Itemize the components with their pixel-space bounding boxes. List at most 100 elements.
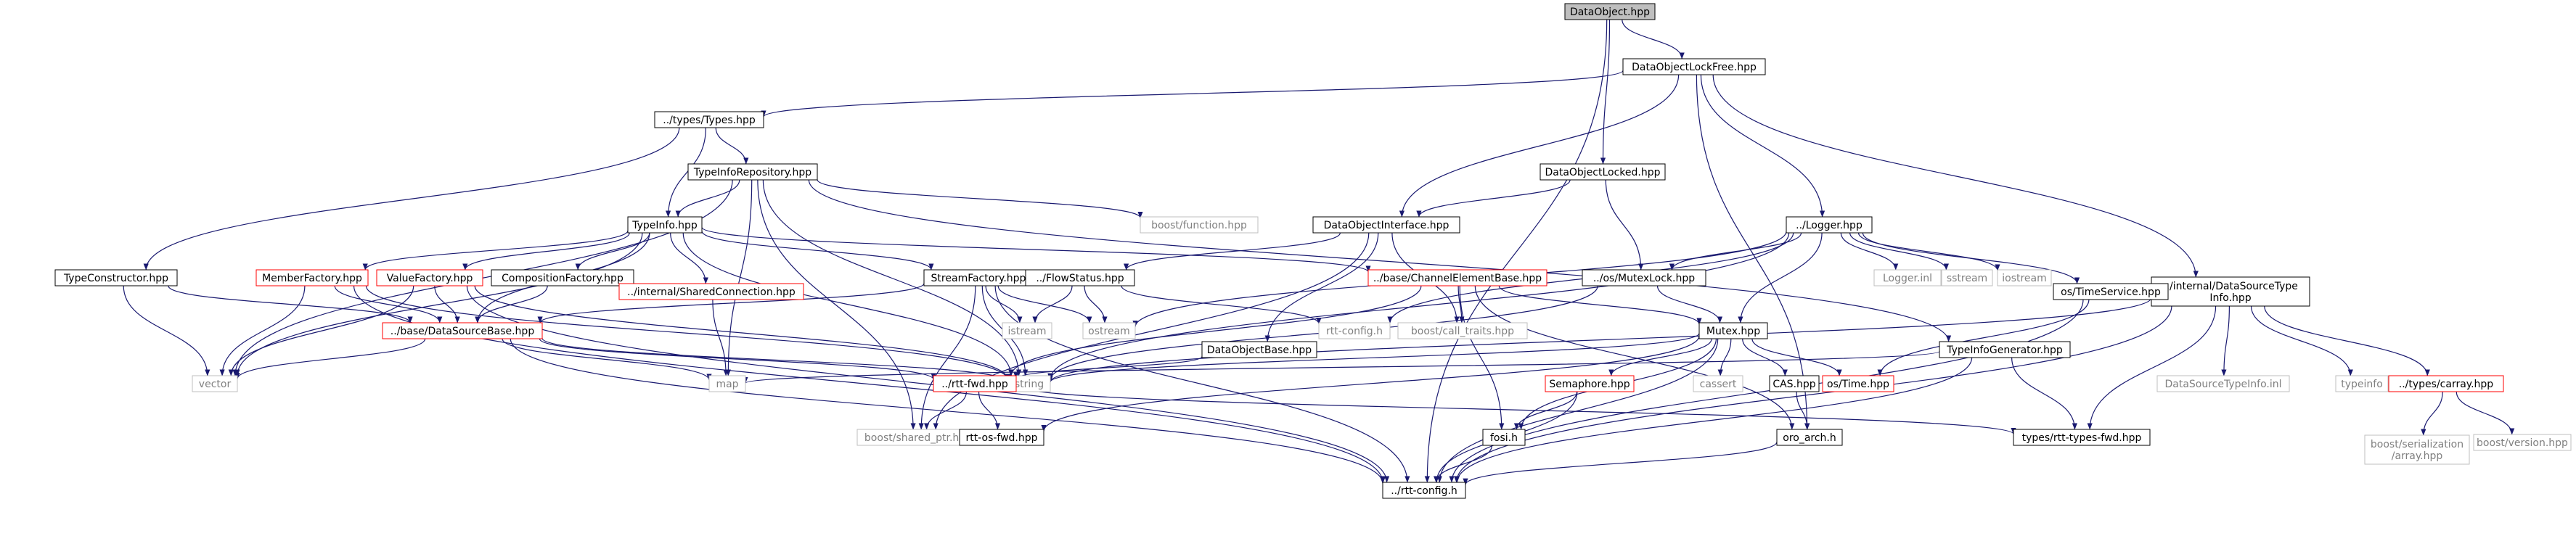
node-dataobjectbase[interactable]: DataObjectBase.hpp <box>1201 341 1317 358</box>
edge-interface-to-flowstatus <box>1124 232 1341 271</box>
node-label: DataObjectInterface.hpp <box>1324 220 1449 231</box>
edge-dataobject-to-locked <box>1600 19 1611 165</box>
node-fosi[interactable]: fosi.h <box>1482 429 1526 446</box>
node-boostserial[interactable]: boost/serialization/array.hpp <box>2364 434 2470 465</box>
node-types[interactable]: ../types/Types.hpp <box>654 111 764 128</box>
node-box <box>192 375 238 392</box>
node-dataobject[interactable]: DataObject.hpp <box>1564 3 1656 20</box>
edge-ostimeservice-to-rttconfig <box>1449 299 2084 483</box>
edge-logger-to-ostimeservice <box>1862 232 2080 284</box>
edge-cas-to-oroarch <box>1796 391 1810 430</box>
edge-mutex-to-cassert <box>1717 338 1732 376</box>
node-cas[interactable]: CAS.hpp <box>1769 375 1820 392</box>
edge-dataobjectbase-to-rttfwd <box>1013 355 1203 379</box>
node-box <box>1822 375 1894 392</box>
edge-carray-to-boostserial <box>2421 391 2443 436</box>
node-lockfree[interactable]: DataObjectLockFree.hpp <box>1622 58 1766 75</box>
node-rttconfig[interactable]: ../rtt-config.h <box>1382 482 1466 499</box>
node-logger[interactable]: ../Logger.hpp <box>1786 216 1873 234</box>
edge-dstypeinfo-to-typeinfoext <box>2250 305 2353 376</box>
node-label: StreamFactory.hpp <box>931 273 1026 284</box>
node-label: Mutex.hpp <box>1706 326 1760 337</box>
node-oroarch[interactable]: oro_arch.h <box>1776 429 1843 446</box>
node-label: DataObjectLockFree.hpp <box>1632 62 1757 73</box>
edge-dstypeinfo-to-rttconfig <box>1454 305 2172 483</box>
node-label: ostream <box>1088 326 1130 337</box>
node-boostversion[interactable]: boost/version.hpp <box>2473 434 2572 451</box>
node-rttosfwd[interactable]: rtt-os-fwd.hpp <box>959 429 1044 446</box>
node-box <box>2151 276 2310 307</box>
node-map[interactable]: map <box>708 375 746 392</box>
edge-flowstatus-to-rttconfig_local <box>1121 285 1322 324</box>
node-sharedconn[interactable]: ../internal/SharedConnection.hpp <box>618 283 804 300</box>
node-typeinforepo[interactable]: TypeInfoRepository.hpp <box>687 163 818 181</box>
node-istream[interactable]: istream <box>1002 322 1052 339</box>
node-datasourcebase[interactable]: ../base/DataSourceBase.hpp <box>382 322 543 339</box>
node-box <box>1769 375 1820 392</box>
node-label: CAS.hpp <box>1772 379 1815 390</box>
node-label: boost/shared_ptr.hpp <box>864 432 972 444</box>
edge-streamfactory-to-boostshared <box>918 285 976 430</box>
node-ostimeservice[interactable]: os/TimeService.hpp <box>2053 283 2169 300</box>
node-label: vector <box>199 379 232 390</box>
node-box <box>2156 375 2290 392</box>
edge-dstypeinfo-to-carray <box>2264 305 2430 376</box>
node-loggerinl[interactable]: Logger.inl <box>1873 269 1942 286</box>
node-label: cassert <box>1700 379 1737 390</box>
node-box <box>933 375 1017 392</box>
node-label: DataObjectBase.hpp <box>1207 345 1312 356</box>
node-string[interactable]: string <box>1007 375 1051 392</box>
node-dstypeinfoinl[interactable]: DataSourceTypeInfo.inl <box>2156 375 2290 392</box>
node-locked[interactable]: DataObjectLocked.hpp <box>1540 163 1666 181</box>
node-streamfactory[interactable]: StreamFactory.hpp <box>923 269 1034 286</box>
edge-datasourcebase-to-vector <box>234 338 426 379</box>
node-box <box>627 216 703 234</box>
node-sstream[interactable]: sstream <box>1941 269 1993 286</box>
node-rttfwd[interactable]: ../rtt-fwd.hpp <box>933 375 1017 392</box>
node-valuefactory[interactable]: ValueFactory.hpp <box>376 269 483 286</box>
node-typeconstructor[interactable]: TypeConstructor.hpp <box>54 269 178 286</box>
node-typeinfogen[interactable]: TypeInfoGenerator.hpp <box>1939 341 2071 358</box>
node-ostime[interactable]: os/Time.hpp <box>1822 375 1894 392</box>
node-carray[interactable]: ../types/carray.hpp <box>2388 375 2504 392</box>
edge-mutex-to-ostime <box>1751 338 1842 376</box>
node-compositionfactory[interactable]: CompositionFactory.hpp <box>491 269 634 286</box>
edge-logger-to-loggerinl <box>1840 232 1899 271</box>
node-label: ValueFactory.hpp <box>387 273 473 284</box>
node-osmutexlock[interactable]: ../os/MutexLock.hpp <box>1582 269 1706 286</box>
node-mutex[interactable]: Mutex.hpp <box>1698 322 1768 339</box>
node-typeinfo[interactable]: TypeInfo.hpp <box>627 216 703 234</box>
node-iostream[interactable]: iostream <box>1997 269 2052 286</box>
dependency-edges <box>123 19 2515 485</box>
node-ostream[interactable]: ostream <box>1082 322 1136 339</box>
edge-mutex-to-string <box>1047 333 1700 383</box>
node-vector[interactable]: vector <box>192 375 238 392</box>
node-interface[interactable]: DataObjectInterface.hpp <box>1312 216 1460 234</box>
node-boostfunction[interactable]: boost/function.hpp <box>1140 216 1259 234</box>
node-label: DataObjectLocked.hpp <box>1545 167 1660 178</box>
node-label: boost/version.hpp <box>2477 437 2568 449</box>
node-box <box>255 269 369 286</box>
node-channelelem[interactable]: ../base/ChannelElementBase.hpp <box>1367 269 1547 286</box>
node-typeinfoext[interactable]: typeinfo <box>2335 375 2389 392</box>
node-label: TypeInfoGenerator.hpp <box>1946 345 2063 356</box>
node-label: TypeConstructor.hpp <box>63 273 168 284</box>
edge-interface-to-boostshared <box>933 232 1370 430</box>
edge-rttfwd-to-rttosfwd <box>978 391 1001 430</box>
node-boostcalltraits[interactable]: boost/call_traits.hpp <box>1397 322 1528 339</box>
node-rttconfig_local[interactable]: rtt-config.h <box>1318 322 1391 339</box>
node-memberfactory[interactable]: MemberFactory.hpp <box>255 269 369 286</box>
edge-memberfactory-to-string <box>365 285 1011 382</box>
edge-streamfactory-to-ostream <box>997 285 1092 323</box>
edge-logger-to-sstream <box>1849 232 1949 271</box>
node-semaphore[interactable]: Semaphore.hpp <box>1545 375 1635 392</box>
node-box <box>1312 216 1460 234</box>
node-rtttypesfwd[interactable]: types/rtt-types-fwd.hpp <box>2013 429 2151 446</box>
node-box <box>618 283 804 300</box>
node-cassert[interactable]: cassert <box>1693 375 1743 392</box>
node-boostshared[interactable]: boost/shared_ptr.hpp <box>856 429 980 446</box>
node-box <box>1367 269 1547 286</box>
node-flowstatus[interactable]: ../FlowStatus.hpp <box>1025 269 1135 286</box>
